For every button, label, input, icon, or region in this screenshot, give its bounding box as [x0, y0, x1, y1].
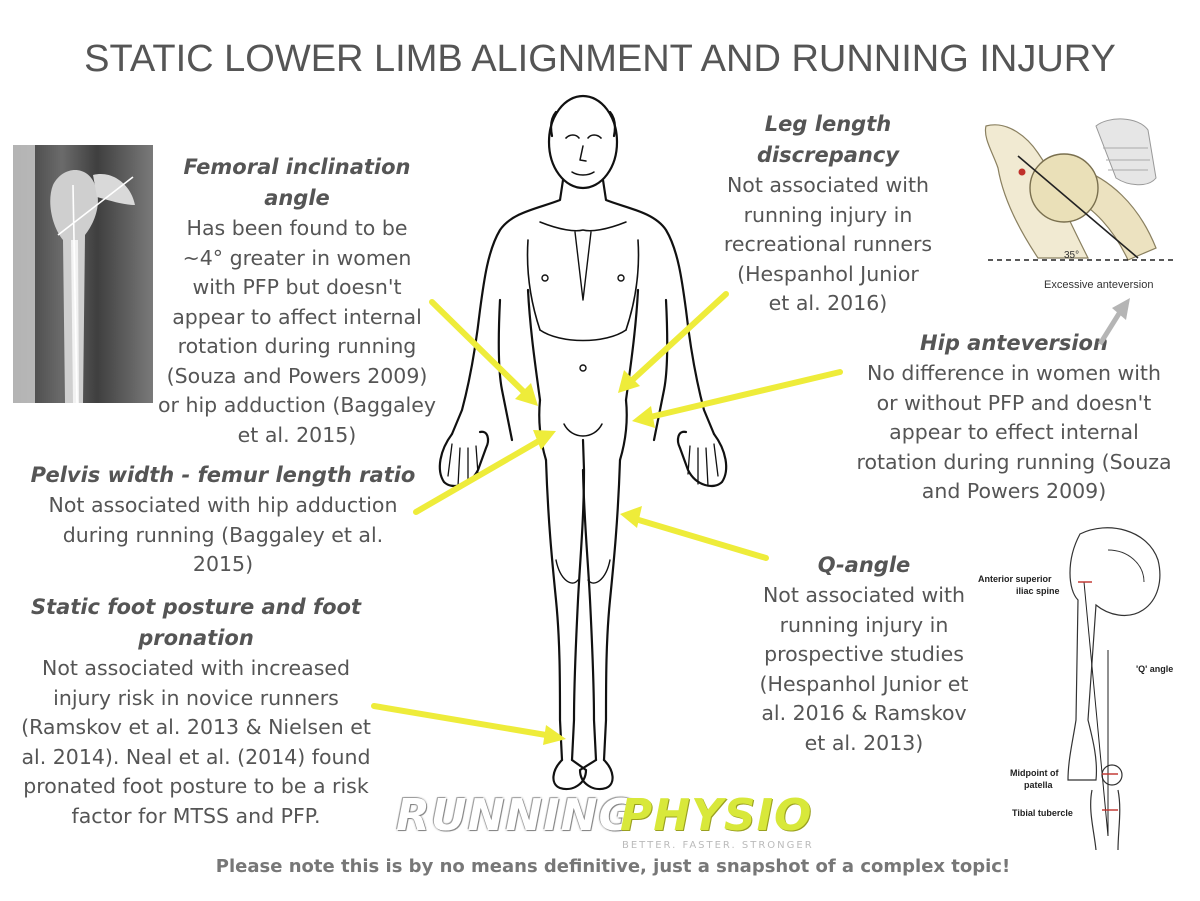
q-angle-block: Q-angle Not associated with running inju…: [748, 550, 980, 758]
hip-anteversion-heading: Hip anteversion: [920, 331, 1108, 355]
arrow-femoral: [429, 299, 531, 399]
q-angle-line: prospective studies: [764, 642, 964, 666]
arrow-q-angle: [629, 515, 769, 561]
hip-anteversion-line: No difference in women with: [867, 361, 1161, 385]
leg-length-line: et al. 2016): [768, 291, 888, 315]
femur-mri-image: [13, 145, 153, 403]
q-angle-heading: Q-angle: [817, 553, 911, 577]
q-angle-line: al. 2016 & Ramskov: [761, 701, 967, 725]
femoral-inclination-line: Has been found to be: [186, 216, 408, 240]
arrow-foot: [371, 703, 555, 739]
femoral-inclination-line: et al. 2015): [237, 422, 357, 447]
anteversion-caption: Excessive anteversion: [1044, 279, 1153, 291]
hip-anteversion-line: rotation during running (Souza: [856, 449, 1172, 474]
arrow-leg-length: [625, 291, 729, 387]
leg-length-heading: discrepancy: [756, 143, 900, 167]
logo-physio-text: PHYSIO: [620, 790, 813, 841]
hip-anteversion-line: or without PFP and doesn't: [876, 390, 1152, 415]
femoral-inclination-line: appear to affect internal: [172, 304, 422, 329]
foot-posture-line: pronated foot posture to be a risk: [23, 774, 369, 798]
yellow-arrows: [371, 291, 843, 739]
q-angle-line: (Hespanhol Junior et: [759, 671, 969, 696]
hip-anteversion-block: Hip anteversion No difference in women w…: [848, 328, 1180, 507]
q-angle-label: 'Q' angle: [1136, 664, 1173, 674]
body-outline: [438, 94, 728, 791]
leg-length-block: Leg length discrepancy Not associated wi…: [712, 109, 944, 319]
femoral-inclination-line: (Souza and Powers 2009): [166, 363, 428, 388]
pelvis-ratio-line: Not associated with hip adduction: [48, 493, 398, 517]
femoral-inclination-line: with PFP but doesn't: [192, 275, 402, 299]
foot-posture-block: Static foot posture and foot pronation N…: [18, 592, 374, 831]
foot-posture-line: (Ramskov et al. 2013 & Nielsen et: [21, 715, 371, 739]
running-physio-logo: RUNNING PHYSIO BETTER. FASTER. STRONGER: [396, 790, 816, 858]
patella-label: patella: [1024, 780, 1054, 790]
q-angle-line: et al. 2013): [804, 730, 924, 755]
pelvis-ratio-line: during running (Baggaley et al. 2015): [62, 522, 384, 577]
foot-posture-line: factor for MTSS and PFP.: [71, 803, 321, 828]
femoral-inclination-heading: Femoral inclination angle: [183, 155, 411, 210]
femoral-inclination-line: or hip adduction (Baggaley: [158, 393, 436, 417]
hip-anteversion-line: appear to effect internal: [889, 420, 1139, 444]
q-angle-line: Not associated with: [762, 583, 966, 607]
hip-anteversion-line: and Powers 2009): [921, 479, 1107, 503]
tibial-tubercle-label: Tibial tubercle: [1012, 808, 1073, 818]
foot-posture-line: injury risk in novice runners: [53, 685, 339, 710]
anteversion-illustration: 35° Excessive anteversion: [978, 108, 1178, 300]
pelvis-ratio-block: Pelvis width - femur length ratio Not as…: [30, 460, 416, 580]
anteversion-angle-label: 35°: [1064, 250, 1079, 261]
asis-label: Anterior superior: [978, 574, 1052, 584]
foot-posture-heading: Static foot posture and foot: [30, 595, 362, 619]
logo-tagline: BETTER. FASTER. STRONGER: [622, 840, 814, 851]
logo-running-text: RUNNING: [396, 790, 636, 841]
femoral-inclination-line: rotation during running: [177, 334, 417, 358]
q-angle-line: running injury in: [779, 612, 949, 637]
leg-length-line: recreational runners: [723, 232, 933, 256]
foot-posture-heading: pronation: [138, 626, 254, 650]
foot-posture-line: al. 2014). Neal et al. (2014) found: [21, 744, 371, 769]
footer-note: Please note this is by no means definiti…: [215, 856, 1011, 877]
page-title: STATIC LOWER LIMB ALIGNMENT AND RUNNING …: [84, 38, 1116, 80]
leg-length-heading: Leg length: [764, 112, 892, 136]
arrow-pelvis: [413, 435, 547, 515]
femoral-inclination-line: ~4° greater in women: [182, 245, 412, 270]
yellow-arrowheads: [515, 370, 655, 745]
foot-posture-line: Not associated with increased: [41, 656, 351, 680]
femoral-inclination-block: Femoral inclination angle Has been found…: [148, 152, 446, 450]
q-angle-illustration: Anterior superior iliac spine 'Q' angle …: [968, 520, 1188, 850]
pelvis-ratio-heading: Pelvis width - femur length ratio: [30, 463, 416, 487]
leg-length-line: running injury in: [743, 202, 913, 227]
arrow-hip: [643, 369, 843, 421]
grey-arrow: [1097, 298, 1130, 346]
patella-label: Midpoint of: [1010, 768, 1059, 778]
leg-length-line: (Hespanhol Junior: [737, 261, 919, 286]
leg-length-line: Not associated with: [726, 173, 930, 197]
asis-label: iliac spine: [1016, 586, 1060, 596]
